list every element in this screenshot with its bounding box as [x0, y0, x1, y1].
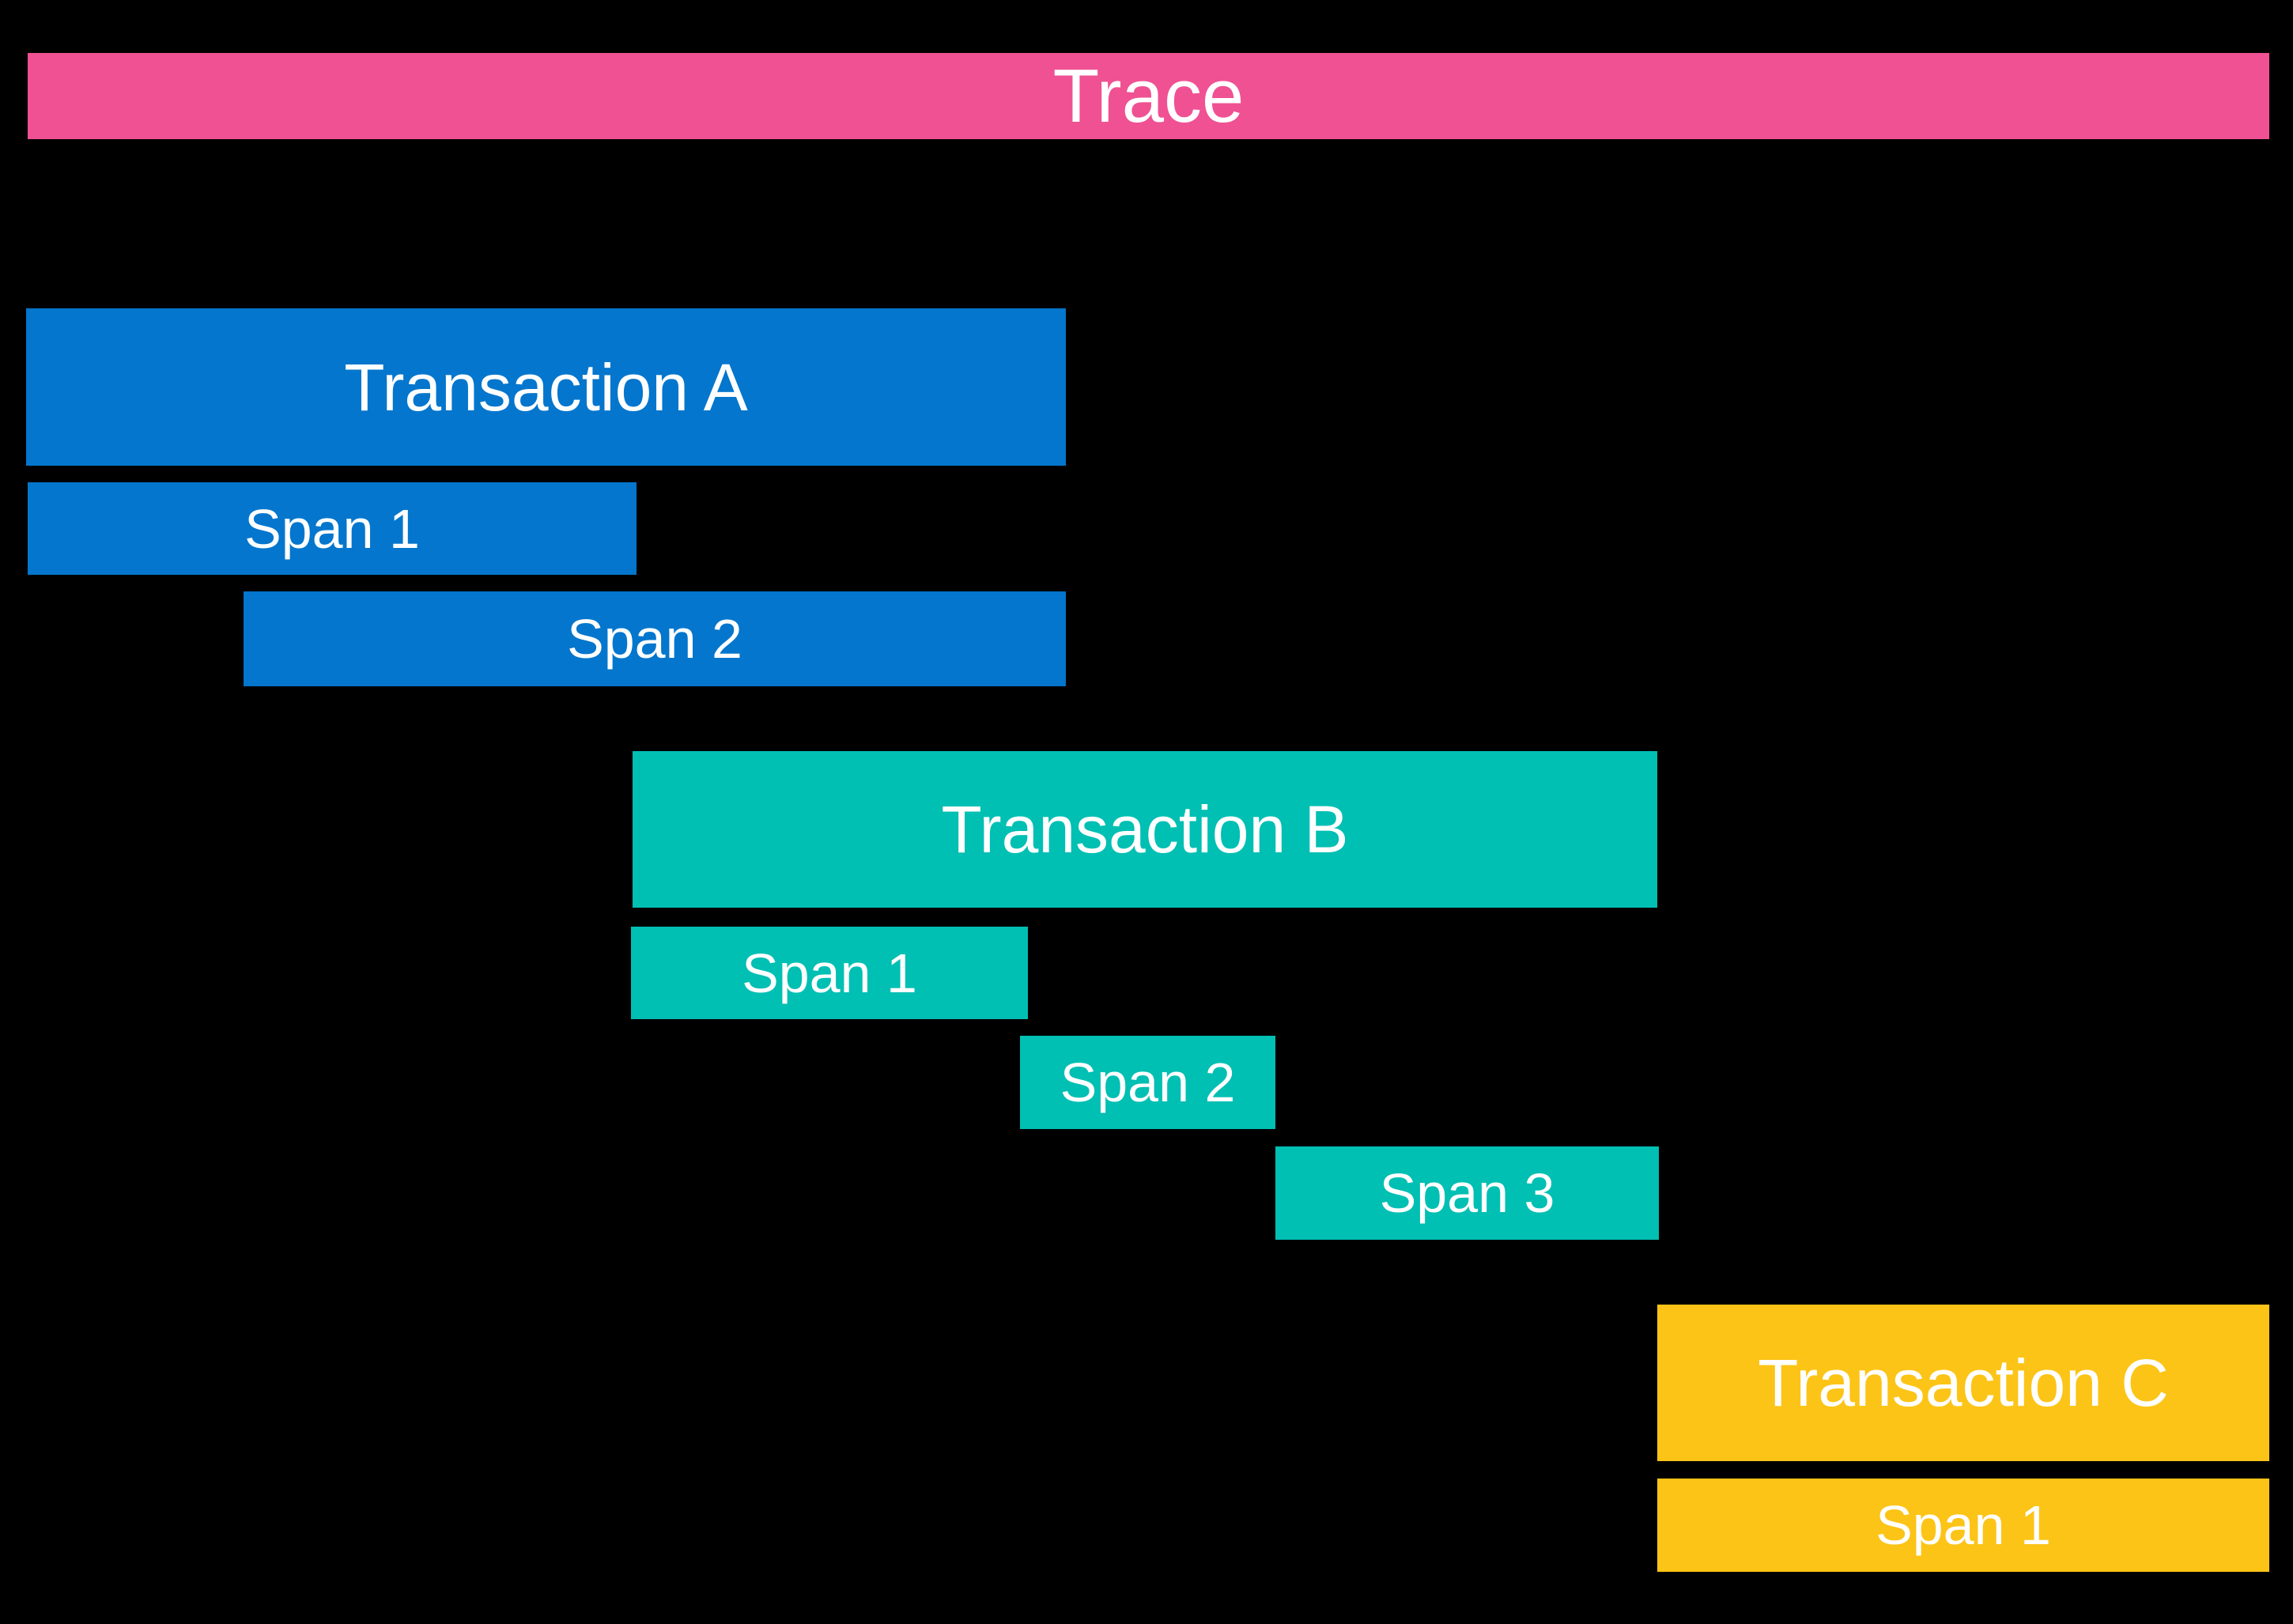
bar-trace: Trace	[28, 53, 2269, 139]
bar-transaction-a: Transaction A	[26, 308, 1066, 466]
bar-label-trace: Trace	[1052, 53, 1245, 138]
bar-transaction-b-span-2: Span 2	[1020, 1036, 1275, 1129]
bar-label-transaction-a: Transaction A	[344, 349, 748, 425]
bar-label-transaction-b-span-2: Span 2	[1060, 1052, 1236, 1113]
bar-transaction-b: Transaction B	[633, 751, 1657, 908]
bar-transaction-a-span-1: Span 1	[28, 482, 637, 575]
bar-transaction-b-span-1: Span 1	[631, 927, 1028, 1019]
bar-transaction-c: Transaction C	[1657, 1305, 2269, 1461]
bar-label-transaction-b-span-1: Span 1	[742, 942, 917, 1004]
bar-label-transaction-a-span-1: Span 1	[244, 497, 420, 560]
bar-label-transaction-c-span-1: Span 1	[1876, 1494, 2051, 1556]
bar-label-transaction-a-span-2: Span 2	[567, 608, 742, 670]
bar-label-transaction-b: Transaction B	[941, 792, 1349, 867]
bar-transaction-b-span-3: Span 3	[1275, 1146, 1659, 1240]
bar-transaction-a-span-2: Span 2	[244, 591, 1066, 686]
bar-transaction-c-span-1: Span 1	[1657, 1479, 2269, 1572]
bar-label-transaction-c: Transaction C	[1758, 1346, 2169, 1420]
bar-label-transaction-b-span-3: Span 3	[1379, 1162, 1555, 1224]
